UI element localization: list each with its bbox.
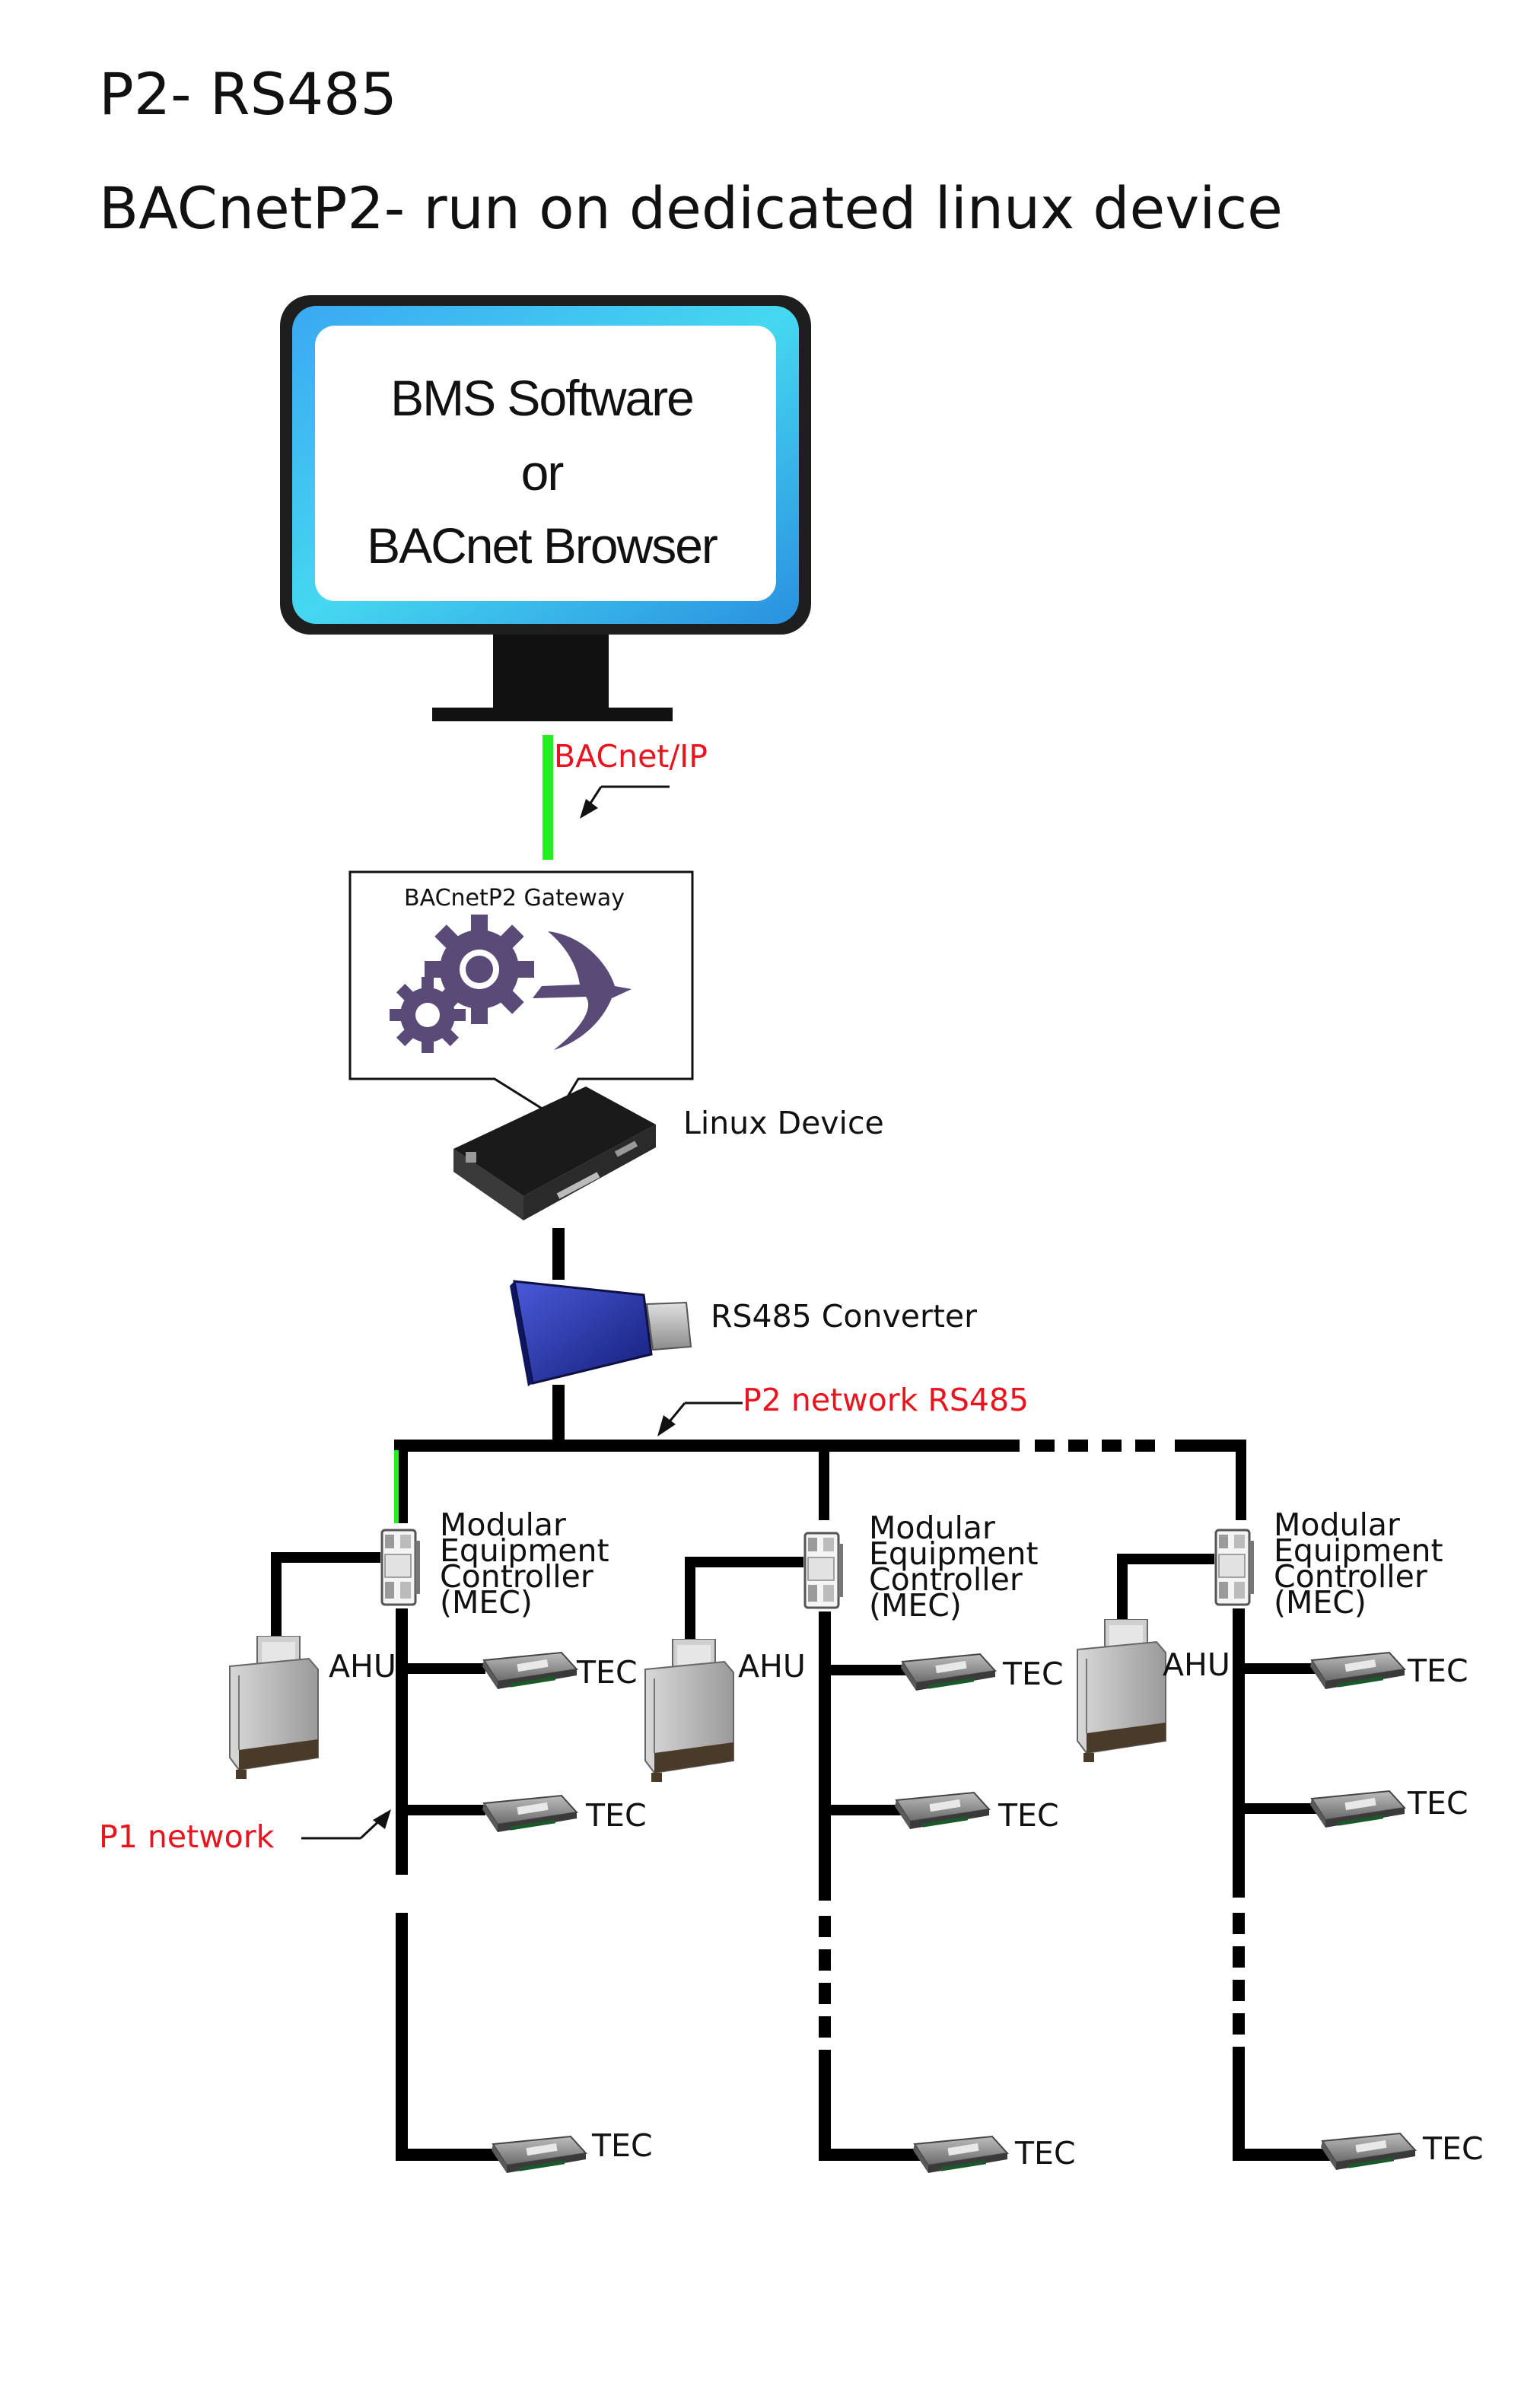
tec-icon bbox=[1320, 2133, 1416, 2171]
tec-label-1-3: TEC bbox=[591, 2127, 653, 2164]
mec-label-2: Modular Equipment Controller (MEC) bbox=[869, 1510, 1048, 1624]
tec-label-2-2: TEC bbox=[998, 1797, 1059, 1834]
page-title: P2- RS485 bbox=[99, 60, 397, 128]
mec-label-1: Modular Equipment Controller (MEC) bbox=[440, 1506, 619, 1621]
p2-network-arrow bbox=[657, 1401, 743, 1436]
gateway-label: BACnetP2 Gateway bbox=[404, 885, 625, 912]
tec-icon bbox=[482, 1652, 578, 1690]
branch-2 bbox=[644, 1532, 1008, 2174]
page-subtitle: BACnetP2- run on dedicated linux device bbox=[99, 174, 1283, 242]
p1-network-arrow bbox=[301, 1809, 391, 1840]
linux-device-label: Linux Device bbox=[683, 1105, 884, 1141]
tec-icon bbox=[900, 1653, 996, 1691]
linux-device bbox=[453, 1087, 656, 1220]
bacnet-ip-line bbox=[542, 735, 553, 860]
bacnet-ip-arrow bbox=[580, 785, 670, 819]
ahu-label-2: AHU bbox=[738, 1648, 806, 1685]
monitor: BMS Software or BACnet Browser bbox=[280, 295, 811, 721]
tec-icon bbox=[1309, 1652, 1405, 1690]
rs485-converter-label: RS485 Converter bbox=[711, 1298, 977, 1335]
converter-to-bus-line bbox=[552, 1385, 565, 1443]
tec-label-3-2: TEC bbox=[1407, 1785, 1468, 1821]
p2-bus bbox=[394, 1440, 1246, 1523]
rs485-converter bbox=[510, 1280, 692, 1386]
tec-label-1-1: TEC bbox=[576, 1654, 638, 1691]
bacnet-ip-label: BACnet/IP bbox=[554, 738, 708, 775]
tec-label-2-1: TEC bbox=[1002, 1656, 1064, 1692]
mec-icon bbox=[1214, 1529, 1255, 1606]
tec-icon bbox=[894, 1792, 990, 1830]
gateway-callout: BACnetP2 Gateway bbox=[348, 870, 694, 1119]
monitor-line-3: BACnet Browser bbox=[367, 517, 718, 574]
p1-network-label: P1 network bbox=[99, 1818, 275, 1855]
mec-icon bbox=[380, 1529, 422, 1606]
monitor-line-2: or bbox=[521, 444, 564, 501]
tec-label-2-3: TEC bbox=[1014, 2135, 1076, 2171]
ahu-label-3: AHU bbox=[1163, 1646, 1230, 1683]
mec-label-3: Modular Equipment Controller (MEC) bbox=[1274, 1506, 1453, 1621]
ahu-icon bbox=[644, 1639, 734, 1783]
branch-1 bbox=[229, 1529, 587, 2174]
tec-label-1-2: TEC bbox=[585, 1797, 647, 1834]
bird-icon bbox=[533, 931, 632, 1050]
monitor-line-1: BMS Software bbox=[390, 370, 693, 426]
gear-icon bbox=[390, 915, 534, 1053]
tec-icon bbox=[491, 2136, 587, 2174]
ahu-icon bbox=[1077, 1619, 1166, 1763]
tec-label-3-3: TEC bbox=[1422, 2130, 1484, 2167]
p2-network-label: P2 network RS485 bbox=[743, 1382, 1029, 1418]
ahu-icon bbox=[229, 1636, 319, 1780]
linux-to-converter-line bbox=[552, 1228, 565, 1280]
mec-icon bbox=[803, 1532, 845, 1609]
tec-icon bbox=[912, 2136, 1008, 2174]
tec-icon bbox=[482, 1795, 578, 1833]
tec-label-3-1: TEC bbox=[1407, 1653, 1468, 1689]
branch-3 bbox=[1077, 1529, 1416, 2171]
ahu-label-1: AHU bbox=[329, 1648, 396, 1685]
tec-icon bbox=[1309, 1790, 1405, 1828]
